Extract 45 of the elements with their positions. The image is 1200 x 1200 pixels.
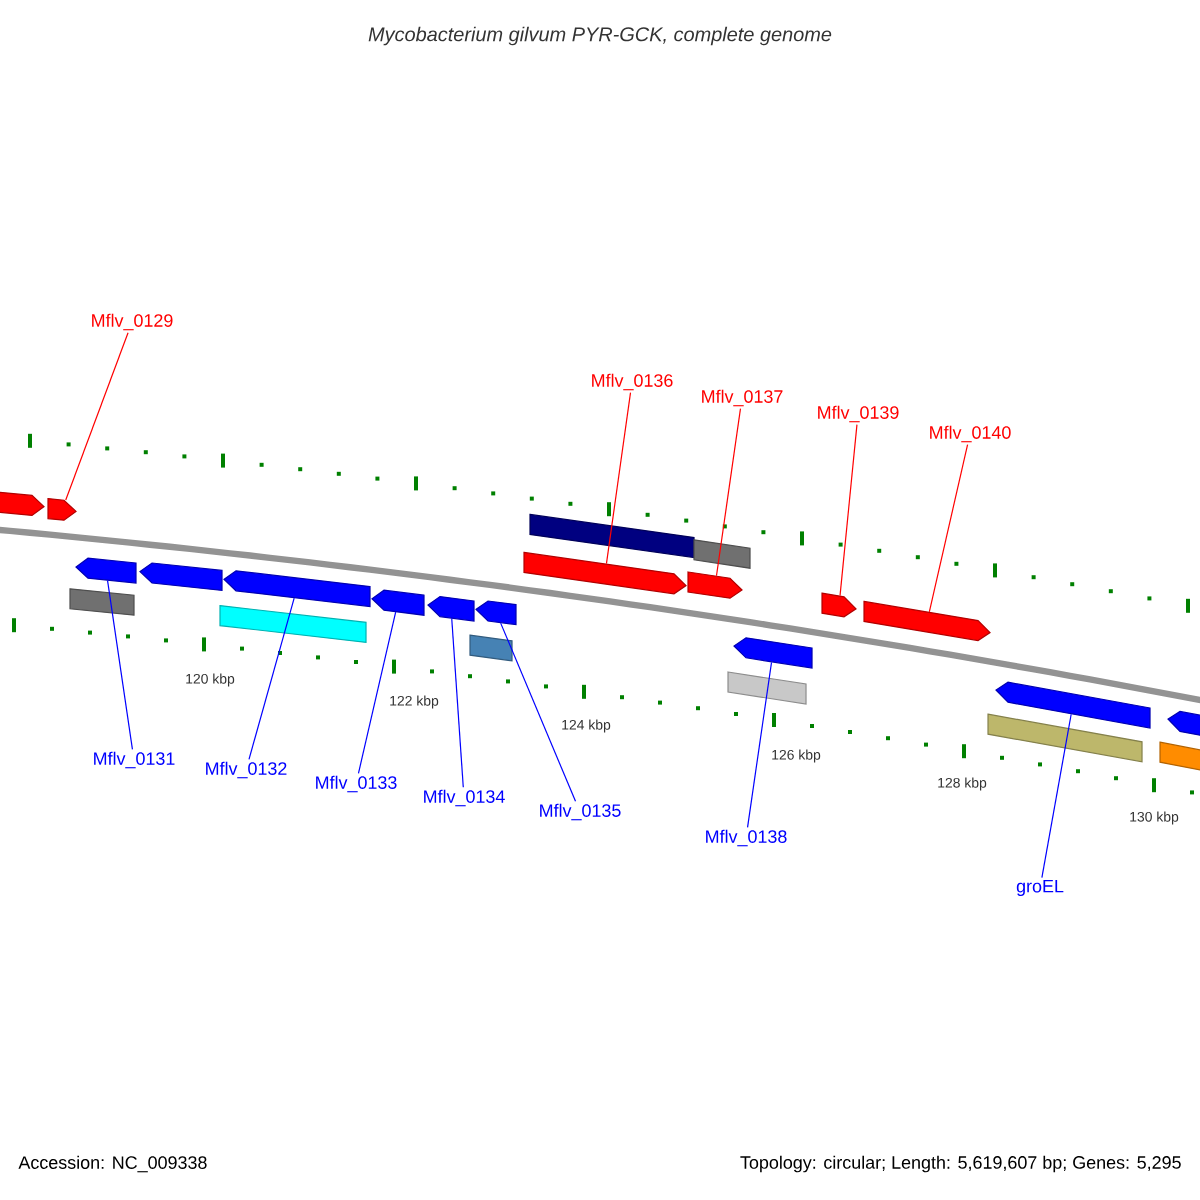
gene-label: Mflv_0134	[424, 789, 505, 807]
gene-symbol	[75, 557, 137, 584]
gene-symbol	[475, 600, 517, 626]
leader-line	[1041, 713, 1072, 879]
gene-label: Mflv_0139	[818, 405, 899, 423]
gene-symbol	[995, 681, 1151, 729]
leader-line	[248, 597, 295, 760]
gene-symbol	[821, 592, 857, 618]
gene-symbol	[1167, 710, 1200, 740]
gene-label: Mflv_0140	[930, 425, 1011, 443]
gene-label: Mflv_0131	[94, 751, 175, 769]
footer-text: Topology: circular; Length: 5,619,607 bp; Genes: 5,295	[740, 1155, 1181, 1173]
gene-label: Mflv_0138	[706, 829, 787, 847]
gene-symbol	[687, 571, 743, 599]
feature-bar	[1159, 741, 1200, 775]
gene-symbol	[371, 589, 425, 616]
footer-text: Accession: NC_009338	[18, 1155, 207, 1173]
leader-line	[357, 611, 397, 774]
leader-line	[746, 661, 773, 828]
leader-line	[715, 408, 742, 577]
gene-symbol	[863, 600, 991, 642]
gene-label: groEL	[1016, 879, 1064, 897]
gene-label: Mflv_0132	[206, 761, 287, 779]
gene-symbol	[0, 490, 45, 517]
leader-line	[928, 444, 969, 613]
feature-bar	[727, 671, 807, 705]
feature-bar	[69, 588, 135, 616]
gene-label: Mflv_0135	[540, 803, 621, 821]
gene-label: Mflv_0136	[592, 373, 673, 391]
feature-bar	[987, 713, 1143, 763]
leader-line	[65, 332, 129, 501]
leader-line	[839, 424, 858, 597]
gene-symbol	[427, 595, 475, 622]
gene-symbol	[733, 637, 813, 669]
feature-bar	[469, 634, 513, 662]
feature-bar	[693, 539, 751, 569]
gene-label: Mflv_0133	[316, 775, 397, 793]
title: Mycobacterium gilvum PYR-GCK, complete genome	[368, 26, 832, 46]
leader-line	[451, 618, 464, 788]
leader-line	[605, 392, 632, 565]
gene-label: Mflv_0129	[92, 313, 173, 331]
feature-bar	[529, 513, 695, 559]
gene-label: Mflv_0137	[702, 389, 783, 407]
leader-line	[500, 622, 577, 802]
leader-line	[106, 580, 134, 750]
